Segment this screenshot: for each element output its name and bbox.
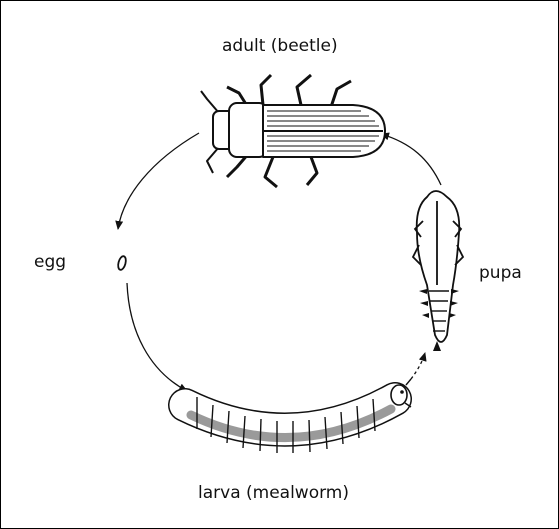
arrow-larva-to-pupa: [411, 353, 425, 379]
pupa-illustration: [413, 191, 463, 351]
larva-illustration: [185, 379, 411, 453]
arrow-adult-to-egg: [118, 133, 199, 229]
label-larva-mealworm: larva (mealworm): [198, 485, 349, 502]
label-adult-beetle: adult (beetle): [222, 38, 338, 55]
beetle-illustration: [201, 75, 385, 187]
label-pupa: pupa: [479, 265, 522, 282]
label-egg: egg: [34, 254, 66, 271]
arrow-pupa-to-adult: [381, 134, 441, 185]
arrow-egg-to-larva: [127, 283, 187, 391]
egg-illustration: [117, 255, 127, 270]
